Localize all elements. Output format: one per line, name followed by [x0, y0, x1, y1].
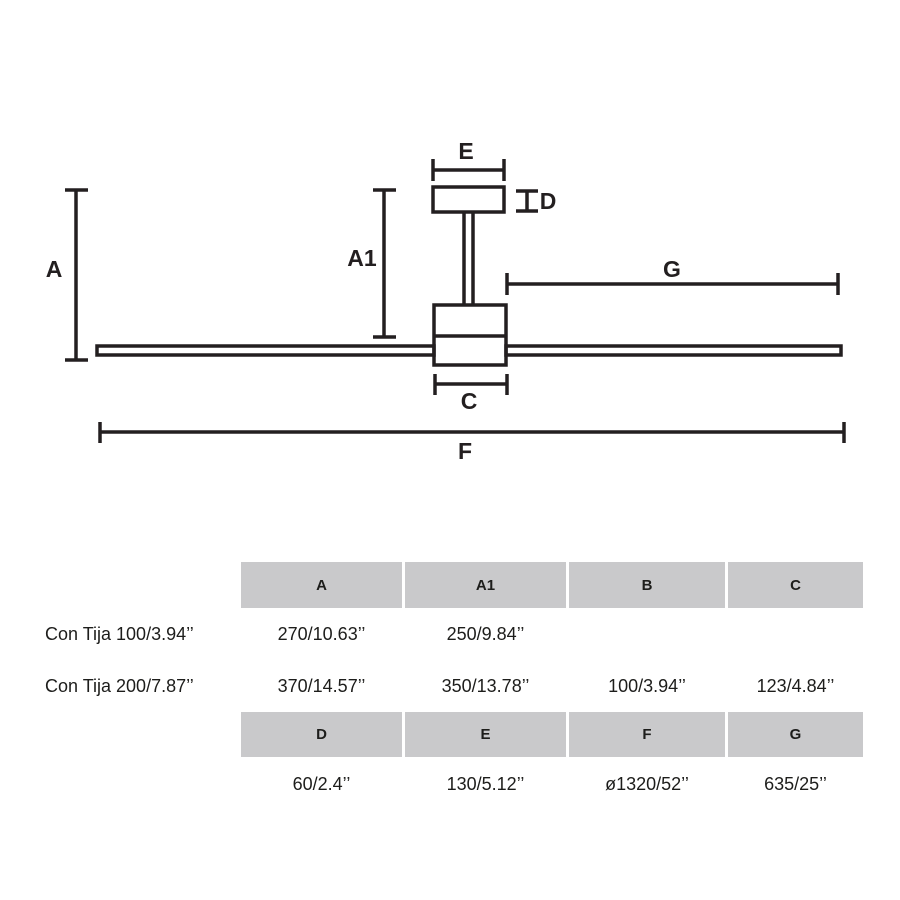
- dim-line-C: [433, 374, 509, 395]
- dimensions-table: A A1 B C Con Tija 100/3.94’’ 270/10.63’’…: [45, 562, 863, 812]
- canopy-shape: [431, 185, 506, 214]
- dim-line-A: [65, 188, 88, 362]
- dim-line-E: [431, 159, 506, 181]
- value-E: 130/5.12’’: [446, 774, 525, 794]
- dim-label-C: C: [461, 388, 478, 414]
- dim-label-F: F: [458, 438, 472, 464]
- row-label-tija-100: Con Tija 100/3.94’’: [45, 623, 194, 644]
- motor-hub-shape: [432, 303, 508, 367]
- dim-line-A1: [373, 188, 396, 339]
- value-G: 635/25’’: [764, 774, 827, 794]
- dim-label-G: G: [663, 256, 681, 282]
- col-header-A: A: [241, 562, 402, 608]
- col-header-F: F: [569, 712, 725, 757]
- fan-dimension-diagram: A A1 E D G C F: [46, 138, 846, 464]
- col-header-G: G: [728, 712, 863, 757]
- col-header-D: D: [241, 712, 402, 757]
- col-header-C: C: [728, 562, 863, 608]
- col-header-B: B: [569, 562, 725, 608]
- dim-label-A1: A1: [347, 245, 377, 271]
- value-D: 60/2.4’’: [292, 774, 351, 794]
- dim-label-E: E: [458, 138, 473, 164]
- table-spacer-3: [45, 757, 238, 812]
- row-label-tija-200: Con Tija 200/7.87’’: [45, 675, 194, 696]
- value-tija100-A1: 250/9.84’’: [446, 623, 525, 644]
- dim-line-G: [505, 273, 840, 295]
- value-tija200-A1: 350/13.78’’: [441, 675, 530, 696]
- table-spacer-2: [45, 712, 238, 757]
- right-blade-shape: [504, 344, 843, 357]
- dim-label-D: D: [540, 188, 557, 214]
- table-corner-spacer: [45, 562, 238, 608]
- col-header-E: E: [405, 712, 566, 757]
- left-blade-shape: [95, 344, 436, 357]
- value-tija100-B: [569, 608, 725, 660]
- col-header-A1: A1: [405, 562, 566, 608]
- value-F: ø1320/52’’: [605, 774, 689, 794]
- dim-line-F: [98, 422, 846, 443]
- value-tija100-A: 270/10.63’’: [277, 623, 366, 644]
- value-tija200-A: 370/14.57’’: [277, 675, 366, 696]
- value-tija100-C: [728, 608, 863, 660]
- dim-line-D: [516, 189, 538, 213]
- value-tija200-C: 123/4.84’’: [756, 675, 835, 696]
- downrod-shape: [462, 212, 475, 305]
- value-tija200-B: 100/3.94’’: [608, 675, 686, 696]
- dim-label-A: A: [46, 256, 63, 282]
